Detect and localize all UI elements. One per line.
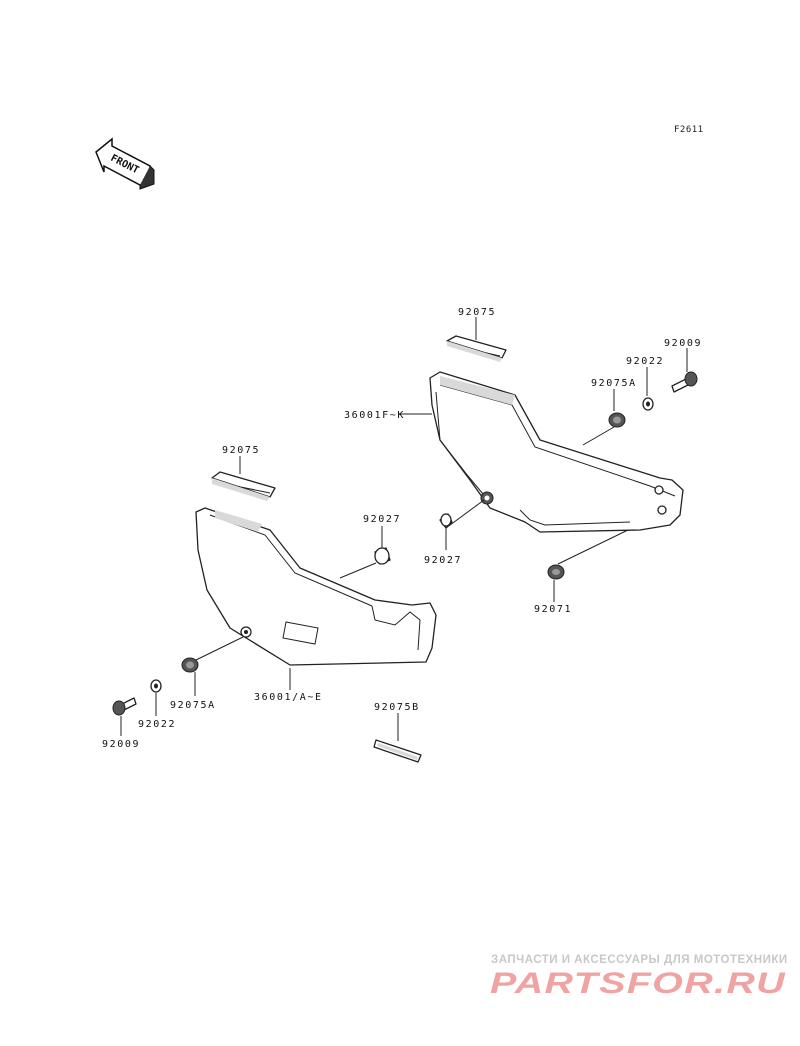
upper-screw (671, 371, 698, 393)
watermark-brand: PARTSFOR.RU (490, 967, 786, 1000)
left-washer (150, 679, 162, 693)
label-upper-screw: 92009 (664, 338, 702, 349)
label-right-cover: 36001F~K (344, 410, 405, 421)
label-left-grip: 92075 (222, 445, 260, 456)
watermark: ЗАПЧАСТИ И АКСЕССУАРЫ ДЛЯ МОТОТЕХНИКИ PA… (490, 954, 788, 1000)
left-pin (374, 547, 391, 565)
label-right-pin: 92027 (424, 555, 462, 566)
left-grommet (181, 657, 199, 673)
right-side-cover (429, 371, 684, 533)
leader-lines (120, 317, 688, 741)
label-upper-grommet: 92075A (591, 378, 637, 389)
label-left-washer: 92022 (138, 719, 176, 730)
upper-washer (642, 397, 654, 411)
figure-code: F2611 (674, 125, 704, 135)
right-bottom-grommet (547, 564, 565, 580)
pad (373, 739, 422, 763)
label-left-cover: 36001/A~E (254, 692, 323, 703)
label-left-screw: 92009 (102, 739, 140, 750)
upper-grommet (608, 412, 626, 428)
label-right-bottom-grommet: 92071 (534, 604, 572, 615)
left-grip-rubber (211, 471, 276, 501)
upper-grip-rubber (446, 335, 507, 362)
right-pin (439, 513, 453, 529)
left-screw (112, 697, 137, 716)
front-arrow-icon: FRONT (95, 137, 155, 190)
label-pad: 92075B (374, 702, 420, 713)
watermark-subtitle: ЗАПЧАСТИ И АКСЕССУАРЫ ДЛЯ МОТОТЕХНИКИ (491, 954, 788, 966)
label-upper-washer: 92022 (626, 356, 664, 367)
label-upper-grip: 92075 (458, 307, 496, 318)
left-side-cover (195, 507, 437, 666)
label-left-grommet: 92075A (170, 700, 216, 711)
label-left-pin: 92027 (363, 514, 401, 525)
